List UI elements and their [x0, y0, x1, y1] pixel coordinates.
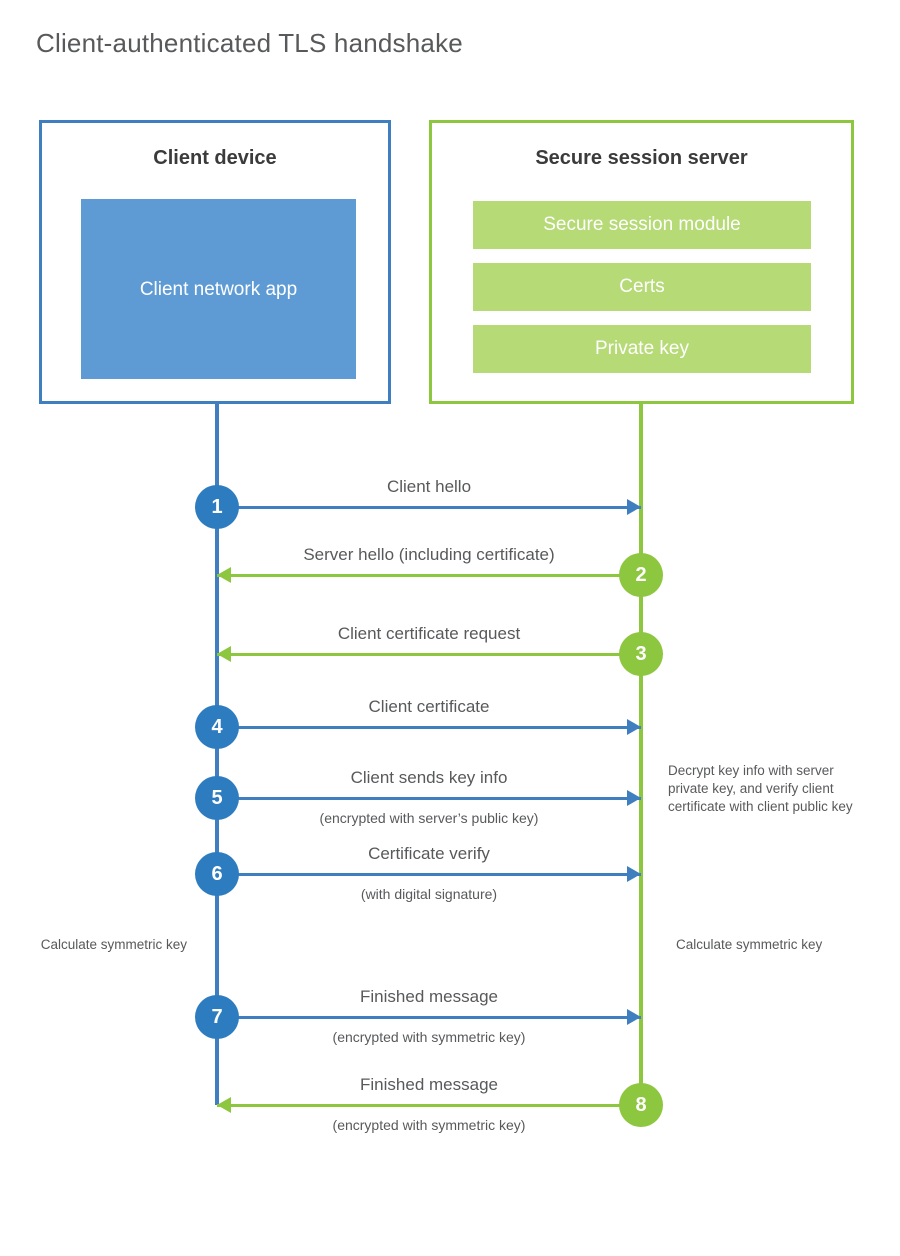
arrow-head-icon: [627, 790, 641, 806]
server-block-secure-session-module: Secure session module: [473, 201, 811, 249]
message-label: Finished message: [360, 1075, 498, 1094]
step-number-badge: 4: [195, 705, 239, 749]
note-calculate-symmetric-key-client: Calculate symmetric key: [40, 937, 187, 952]
message-label: Client certificate request: [337, 624, 521, 643]
arrow-shaft: [217, 506, 641, 509]
client-device-title: Client device: [153, 147, 277, 169]
page-title: Client-authenticated TLS handshake: [36, 28, 463, 58]
step-number-badge: 8: [619, 1083, 663, 1127]
message-label: Certificate verify: [368, 844, 490, 863]
message-label: Client hello: [386, 477, 472, 496]
server-block-certs: Certs: [473, 263, 811, 311]
client-device-box: Client device Client network app: [39, 120, 391, 404]
arrow-shaft: [217, 797, 641, 800]
step-number-badge: 2: [619, 553, 663, 597]
message-label: Finished message: [360, 987, 498, 1006]
arrow-shaft: [217, 574, 641, 577]
message-sublabel: (encrypted with symmetric key): [332, 1117, 526, 1133]
arrow-shaft: [217, 873, 641, 876]
message-sublabel: (encrypted with symmetric key): [332, 1029, 526, 1045]
server-lifeline: [639, 404, 643, 1105]
client-network-app-block: Client network app: [81, 199, 356, 379]
arrow-head-icon: [217, 1097, 231, 1113]
message-label: Server hello (including certificate): [303, 545, 555, 564]
step-number-badge: 3: [619, 632, 663, 676]
note-decrypt-key-info: Decrypt key info with server private key…: [668, 763, 853, 814]
message-sublabel: (with digital signature): [360, 886, 498, 902]
server-block-private-key: Private key: [473, 325, 811, 373]
arrow-head-icon: [217, 567, 231, 583]
arrow-shaft: [217, 1016, 641, 1019]
step-number-badge: 6: [195, 852, 239, 896]
arrow-head-icon: [627, 719, 641, 735]
secure-session-server-title: Secure session server: [535, 147, 748, 169]
step-number-badge: 5: [195, 776, 239, 820]
arrow-head-icon: [217, 646, 231, 662]
arrow-shaft: [217, 653, 641, 656]
step-number-badge: 1: [195, 485, 239, 529]
note-calculate-symmetric-key-server: Calculate symmetric key: [676, 937, 823, 952]
message-label: Client certificate: [368, 697, 490, 716]
client-lifeline: [215, 404, 219, 1105]
step-number-badge: 7: [195, 995, 239, 1039]
message-sublabel: (encrypted with server’s public key): [319, 810, 539, 826]
arrow-head-icon: [627, 866, 641, 882]
arrow-head-icon: [627, 499, 641, 515]
arrow-shaft: [217, 1104, 641, 1107]
arrow-head-icon: [627, 1009, 641, 1025]
arrow-shaft: [217, 726, 641, 729]
secure-session-server-box: Secure session server Secure session mod…: [429, 120, 854, 404]
message-label: Client sends key info: [350, 768, 508, 787]
